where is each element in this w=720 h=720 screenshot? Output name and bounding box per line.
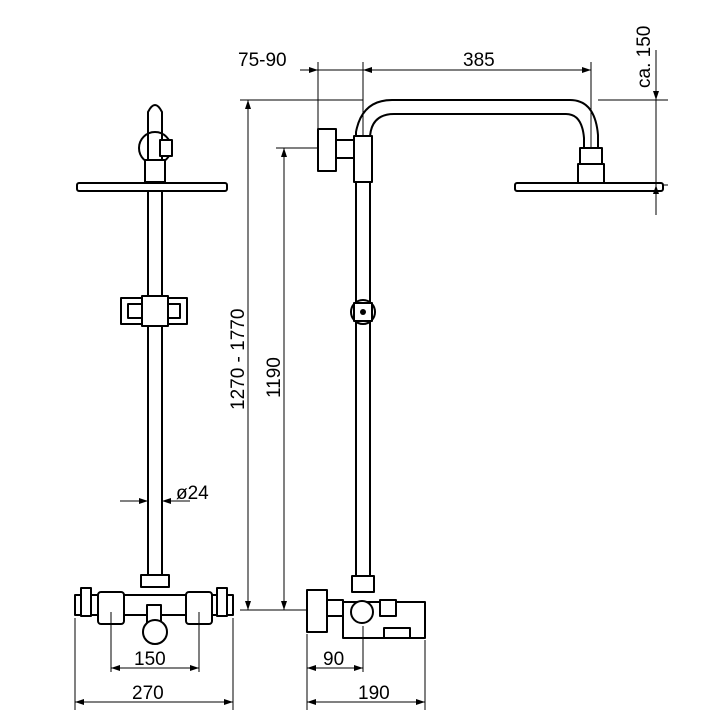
side-riser-pipe — [355, 181, 371, 579]
front-top-connector — [147, 104, 163, 163]
side-head-nut — [577, 163, 605, 185]
front-hand-shower-holder — [120, 295, 188, 327]
dimension-labels: 75-90 385 ca. 150 1270 - 1770 1190 ø24 1… — [132, 26, 655, 704]
side-holder-dot — [360, 309, 366, 315]
dim-center-distance: 150 — [134, 649, 166, 670]
dim-head-drop: ca. 150 — [634, 26, 655, 88]
dim-mixer-width: 270 — [132, 683, 164, 704]
front-head-nut — [144, 159, 166, 183]
dim-head-offset: 75-90 — [238, 50, 287, 71]
dim-height-range: 1270 - 1770 — [228, 309, 249, 410]
dim-arm-length: 385 — [463, 50, 495, 71]
front-view — [74, 104, 234, 645]
side-shower-arm — [355, 99, 599, 151]
dim-wall-projection: 90 — [323, 649, 344, 670]
front-thermostatic-mixer — [74, 574, 234, 645]
dim-bar-height: 1190 — [264, 357, 285, 398]
side-view — [306, 99, 664, 639]
side-thermostatic-mixer — [306, 575, 426, 639]
side-top-fitting — [353, 135, 373, 183]
front-shower-head — [76, 182, 228, 192]
front-top-valve — [159, 139, 173, 157]
side-head-connector — [579, 147, 603, 165]
side-wall-bracket-top — [317, 128, 337, 172]
side-shower-head — [514, 182, 664, 192]
dim-pipe-diameter: ø24 — [176, 483, 209, 504]
dim-total-depth: 190 — [358, 683, 390, 704]
dimension-lines — [74, 50, 668, 710]
front-riser-pipe — [147, 184, 163, 581]
